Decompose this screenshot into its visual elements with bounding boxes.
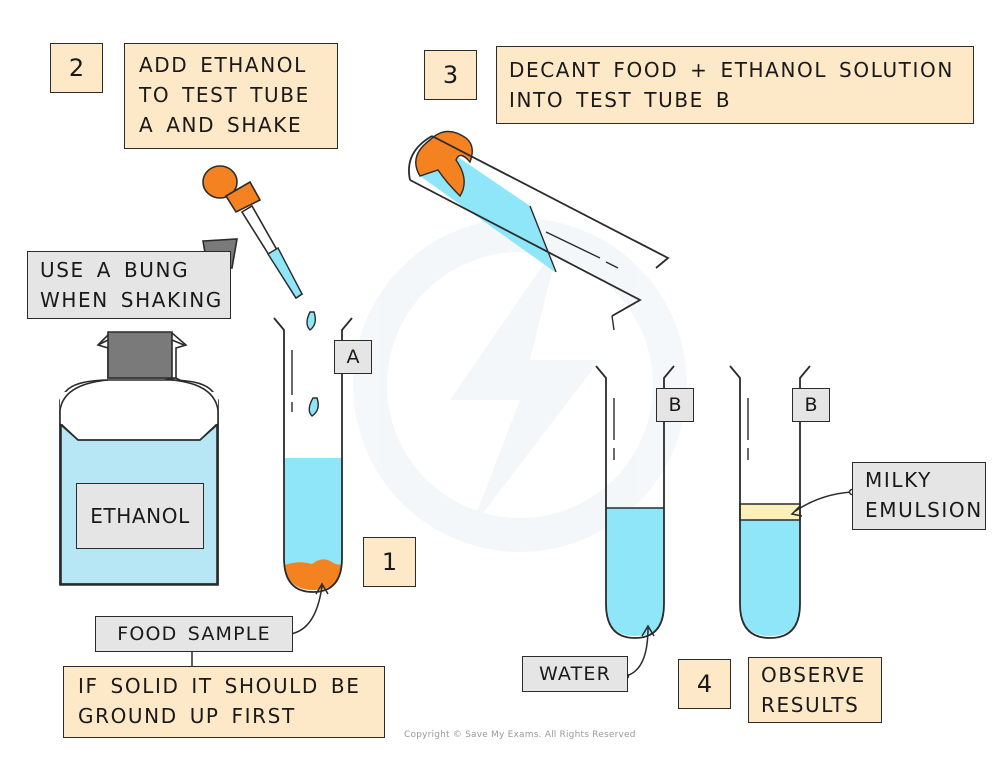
solid-note-line-2: GROUND UP FIRST [78, 704, 296, 728]
milky-emulsion-line-2: EMULSION [865, 498, 983, 522]
test-tube-a [273, 317, 353, 593]
milky-emulsion-label: MILKY EMULSION [852, 462, 986, 530]
drop [308, 397, 319, 417]
food-sample [285, 559, 342, 590]
tube-b-left-letter: B [668, 394, 682, 416]
solid-note: IF SOLID IT SHOULD BE GROUND UP FIRST [63, 666, 385, 738]
step-2-number: 2 [50, 43, 103, 93]
bung-note-line-2: WHEN SHAKING [40, 288, 223, 312]
step-2-line-3: A AND SHAKE [139, 113, 303, 137]
step-3-instruction: DECANT FOOD + ETHANOL SOLUTION INTO TEST… [496, 46, 974, 124]
water-label: WATER [522, 656, 628, 692]
water-text: WATER [538, 663, 612, 685]
step-4-number: 4 [678, 659, 731, 709]
test-tube-b-water [595, 365, 675, 639]
bung-note-line-1: USE A BUNG [40, 258, 190, 282]
tube-a-liquid [284, 458, 342, 590]
decanting-tube [408, 130, 670, 331]
step-4-instruction: OBSERVE RESULTS [748, 657, 882, 723]
bottle-cap [107, 331, 173, 379]
step-2-line-2: TO TEST TUBE [139, 83, 310, 107]
dropper [202, 165, 304, 300]
emulsion-layer [739, 503, 801, 521]
tube-a-tag: A [334, 340, 372, 374]
step-3-line-1: DECANT FOOD + ETHANOL SOLUTION [509, 58, 954, 82]
step-2-line-1: ADD ETHANOL [139, 53, 307, 77]
result-liquid [740, 520, 800, 636]
watermark-logo [353, 218, 687, 552]
copyright-notice: Copyright © Save My Exams. All Rights Re… [404, 730, 636, 740]
water-liquid [606, 508, 664, 636]
tilted-food [415, 130, 473, 198]
step-1-number: 1 [363, 537, 416, 587]
milky-emulsion-line-1: MILKY [865, 468, 932, 492]
drop [306, 311, 317, 331]
ethanol-label: ETHANOL [76, 483, 204, 549]
tube-b-right-tag: B [792, 388, 830, 422]
step-3-line-2: INTO TEST TUBE B [509, 88, 732, 112]
tube-a-letter: A [346, 346, 360, 368]
food-sample-text: FOOD SAMPLE [117, 623, 271, 645]
ethanol-label-text: ETHANOL [90, 504, 190, 528]
step-3-number: 3 [424, 50, 477, 100]
bung-note: USE A BUNG WHEN SHAKING [27, 251, 231, 319]
tube-b-left-tag: B [656, 388, 694, 422]
test-tube-b-emulsion [729, 365, 811, 639]
food-sample-label: FOOD SAMPLE [95, 616, 293, 652]
step-4-line-2: RESULTS [761, 693, 860, 717]
step-2-instruction: ADD ETHANOL TO TEST TUBE A AND SHAKE [124, 43, 338, 149]
solid-note-line-1: IF SOLID IT SHOULD BE [78, 674, 361, 698]
tube-b-right-letter: B [804, 394, 818, 416]
step-4-line-1: OBSERVE [761, 663, 866, 687]
